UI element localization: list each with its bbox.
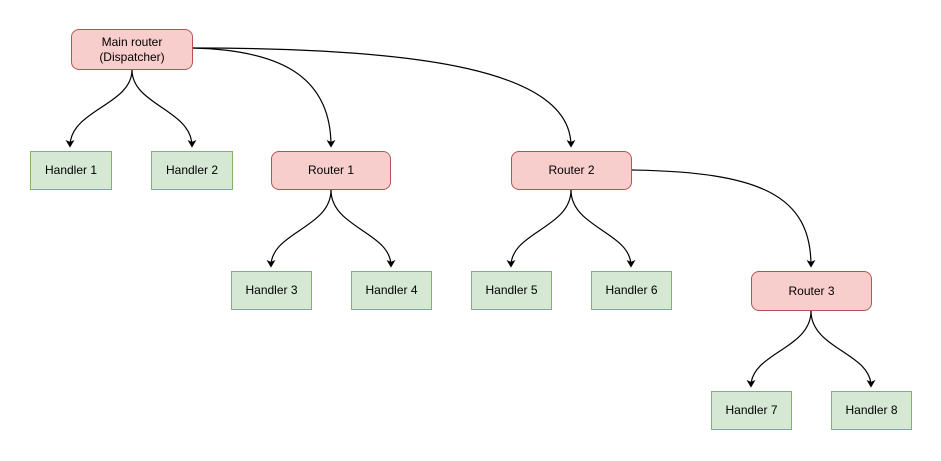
node-handler-6[interactable]: Handler 6 [591,271,672,310]
node-handler-4[interactable]: Handler 4 [351,271,432,310]
edge-router-1-to-handler-3 [266,189,332,268]
node-handler-5[interactable]: Handler 5 [471,271,552,310]
node-handler-7[interactable]: Handler 7 [711,391,792,430]
node-router-1[interactable]: Router 1 [271,151,391,190]
node-handler-2[interactable]: Handler 2 [151,151,233,190]
edge-main-to-router-1 [192,47,336,148]
edge-main-to-handler-2 [131,69,197,148]
node-label-handler-6: Handler 6 [605,283,658,297]
edge-main-to-router-2 [192,47,576,148]
edge-router-1-to-handler-4 [330,189,396,268]
node-label-handler-1: Handler 1 [44,163,98,177]
edge-router-3-to-handler-7 [746,310,812,388]
node-label-handler-4: Handler 4 [365,283,418,297]
node-label-handler-7: Handler 7 [725,403,778,417]
edge-router-2-to-handler-6 [570,189,636,268]
edge-router-3-to-handler-8 [810,310,876,388]
node-handler-3[interactable]: Handler 3 [231,271,312,310]
edges-group [65,47,876,388]
node-handler-1[interactable]: Handler 1 [30,151,112,190]
node-main-router[interactable]: Main router (Dispatcher) [71,29,193,70]
node-label-handler-2: Handler 2 [165,163,219,177]
node-label-router-2: Router 2 [548,163,595,177]
node-label-handler-3: Handler 3 [245,283,298,297]
node-handler-8[interactable]: Handler 8 [831,391,912,430]
node-router-2[interactable]: Router 2 [511,151,632,190]
node-label-main-router: Main router (Dispatcher) [99,34,165,64]
node-label-router-3: Router 3 [788,283,835,298]
edge-main-to-handler-1 [65,69,133,148]
node-label-handler-8: Handler 8 [845,403,898,417]
edge-router-2-to-handler-5 [506,189,572,268]
edge-router-2-to-router-3 [631,169,816,268]
node-label-handler-5: Handler 5 [485,283,538,297]
node-router-3[interactable]: Router 3 [751,271,872,311]
node-label-router-1: Router 1 [307,163,355,177]
